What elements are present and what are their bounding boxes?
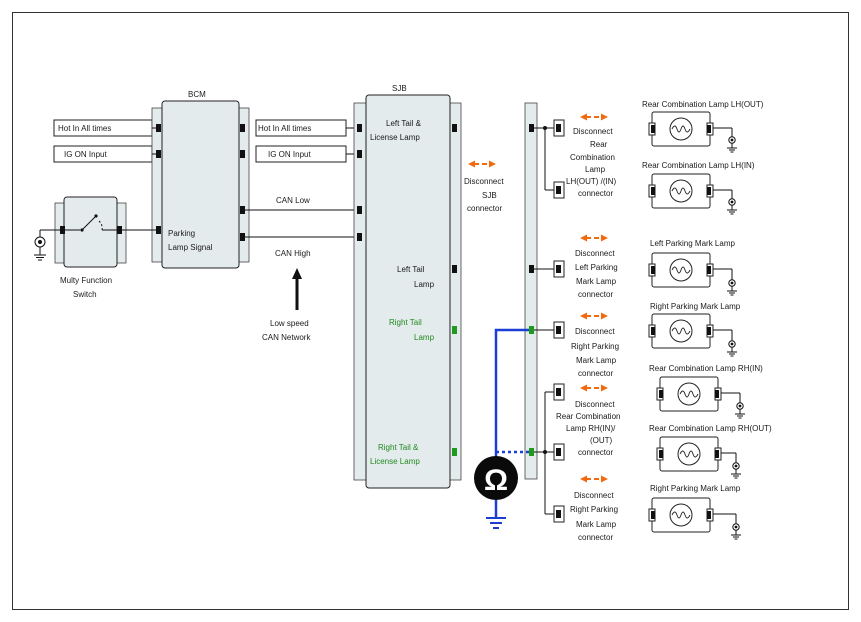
network-note-line1: Low speed (270, 319, 309, 328)
disconnect-arrow-icon (579, 112, 609, 122)
multi-function-switch (63, 196, 118, 268)
hot-in-input-label-right: Hot In All times (258, 124, 311, 133)
bcm-parking-signal-line2: Lamp Signal (168, 243, 213, 252)
svg-text:Rear Combination: Rear Combination (556, 412, 620, 421)
sjb-disconnect-line3: connector (467, 204, 502, 213)
ground-icon (726, 136, 738, 153)
svg-text:Right Parking: Right Parking (571, 342, 619, 351)
svg-text:Rear Combination Lamp RH(IN): Rear Combination Lamp RH(IN) (649, 364, 763, 373)
disconnect-arrow-icon (579, 474, 609, 484)
sjb-left-tail-line1: Left Tail (397, 265, 425, 274)
sjb-left-tail-license-line1: Left Tail & (386, 119, 422, 128)
can-high-label: CAN High (275, 249, 311, 258)
disconnect-arrow-icon (579, 383, 609, 393)
svg-text:Left Parking Mark Lamp: Left Parking Mark Lamp (650, 239, 735, 248)
svg-text:Disconnect: Disconnect (575, 400, 615, 409)
svg-text:Lamp: Lamp (585, 165, 606, 174)
svg-text:Mark Lamp: Mark Lamp (576, 356, 617, 365)
switch-contact-icon (65, 214, 117, 232)
ground-icon (726, 340, 738, 357)
ground-icon (734, 402, 746, 419)
sjb-right-tail-license-line2: License Lamp (370, 457, 420, 466)
svg-text:Combination: Combination (570, 153, 615, 162)
disconnect-arrow-icon (579, 233, 609, 243)
svg-text:Rear Combination Lamp RH(OUT): Rear Combination Lamp RH(OUT) (649, 424, 772, 433)
disconnect-note-rear-rh: Disconnect Rear Combination Lamp RH(IN)/… (556, 400, 620, 457)
ohmmeter-symbol: Ω (484, 464, 508, 497)
disconnect-arrow-icon (579, 311, 609, 321)
up-arrow-icon (292, 268, 302, 310)
svg-text:Disconnect: Disconnect (575, 327, 615, 336)
svg-text:connector: connector (578, 369, 613, 378)
disconnect-note-right-parking-1: Disconnect Right Parking Mark Lamp conne… (571, 327, 619, 378)
svg-text:Right Parking Mark Lamp: Right Parking Mark Lamp (650, 484, 741, 493)
svg-text:Lamp RH(IN)/: Lamp RH(IN)/ (566, 424, 616, 433)
branch-connector-stubs (553, 119, 565, 523)
svg-text:connector: connector (578, 189, 613, 198)
sjb-disconnect-line2: SJB (482, 191, 497, 200)
diagram-frame (12, 12, 849, 610)
svg-text:LH(OUT) /(IN): LH(OUT) /(IN) (566, 177, 617, 186)
hot-in-input-label-left: Hot In All times (58, 124, 111, 133)
sjb-connector-strip-left (353, 102, 368, 481)
sjb-right-tail-license-line1: Right Tail & (378, 443, 419, 452)
ground-icon (726, 198, 738, 215)
svg-text:Mark Lamp: Mark Lamp (576, 520, 617, 529)
lamp-rear-combination-lh-out: Rear Combination Lamp LH(OUT) (642, 100, 764, 153)
ground-icon (726, 279, 738, 296)
svg-text:Right Parking Mark Lamp: Right Parking Mark Lamp (650, 302, 741, 311)
svg-text:connector: connector (578, 290, 613, 299)
bcm-parking-signal-line1: Parking (168, 229, 195, 238)
svg-text:connector: connector (578, 448, 613, 457)
sjb-disconnect-line1: Disconnect (464, 177, 504, 186)
ohmmeter-icon: Ω (474, 456, 518, 500)
disconnect-note-left-parking: Disconnect Left Parking Mark Lamp connec… (575, 249, 618, 299)
lamp-right-parking-mark-1: Right Parking Mark Lamp (648, 302, 741, 357)
network-note-line2: CAN Network (262, 333, 311, 342)
switch-ground-icon (34, 236, 46, 261)
svg-text:Rear Combination Lamp LH(IN): Rear Combination Lamp LH(IN) (642, 161, 755, 170)
can-low-label: CAN Low (276, 196, 310, 205)
svg-text:connector: connector (578, 533, 613, 542)
lamp-rear-combination-rh-out: Rear Combination Lamp RH(OUT) (649, 424, 772, 479)
svg-text:(OUT): (OUT) (590, 436, 613, 445)
sjb-module (365, 94, 451, 489)
svg-text:Left Parking: Left Parking (575, 263, 618, 272)
svg-text:Disconnect: Disconnect (575, 249, 615, 258)
lamp-left-parking-mark: Left Parking Mark Lamp (648, 239, 738, 296)
sjb-title: SJB (392, 84, 407, 93)
ig-on-input-label-left: IG ON Input (64, 150, 107, 159)
svg-text:Disconnect: Disconnect (574, 491, 614, 500)
bcm-title: BCM (188, 90, 206, 99)
disconnect-note-rear-lh: Disconnect Rear Combination Lamp LH(OUT)… (566, 127, 617, 198)
bcm-module (161, 100, 240, 269)
svg-text:Disconnect: Disconnect (573, 127, 613, 136)
svg-text:Mark Lamp: Mark Lamp (576, 277, 617, 286)
sjb-left-tail-license-line2: License Lamp (370, 133, 420, 142)
ground-icon (730, 462, 742, 479)
sjb-right-tail-line2: Lamp (414, 333, 435, 342)
ground-icon (730, 523, 742, 540)
harness-connector-strip (524, 102, 538, 480)
sjb-right-tail-line1: Right Tail (389, 318, 422, 327)
svg-text:Rear Combination Lamp LH(OUT): Rear Combination Lamp LH(OUT) (642, 100, 764, 109)
lamp-rear-combination-rh-in: Rear Combination Lamp RH(IN) (649, 364, 763, 419)
sjb-left-tail-line2: Lamp (414, 280, 435, 289)
switch-label-line1: Multy Function (60, 276, 112, 285)
disconnect-note-right-parking-2: Disconnect Right Parking Mark Lamp conne… (570, 491, 618, 542)
svg-text:Right Parking: Right Parking (570, 505, 618, 514)
switch-label-line2: Switch (73, 290, 97, 299)
svg-text:Rear: Rear (590, 140, 608, 149)
ig-on-input-label-right: IG ON Input (268, 150, 311, 159)
lamp-rear-combination-lh-in: Rear Combination Lamp LH(IN) (642, 161, 755, 215)
sjb-disconnect-arrow-icon (467, 159, 497, 169)
lamp-right-parking-mark-2: Right Parking Mark Lamp (648, 484, 742, 540)
